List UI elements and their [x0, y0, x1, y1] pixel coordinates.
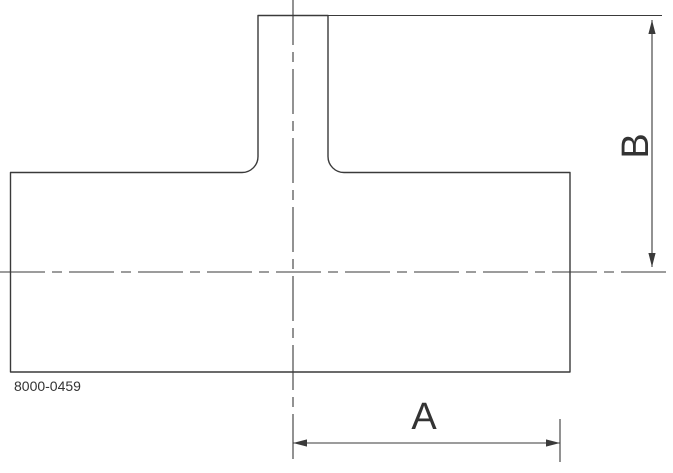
- part-number-label: 8000-0459: [14, 378, 81, 394]
- dimension-b-label: B: [615, 133, 657, 158]
- dimension-a-label: A: [411, 396, 437, 438]
- tee-body-outline: [9, 14, 571, 373]
